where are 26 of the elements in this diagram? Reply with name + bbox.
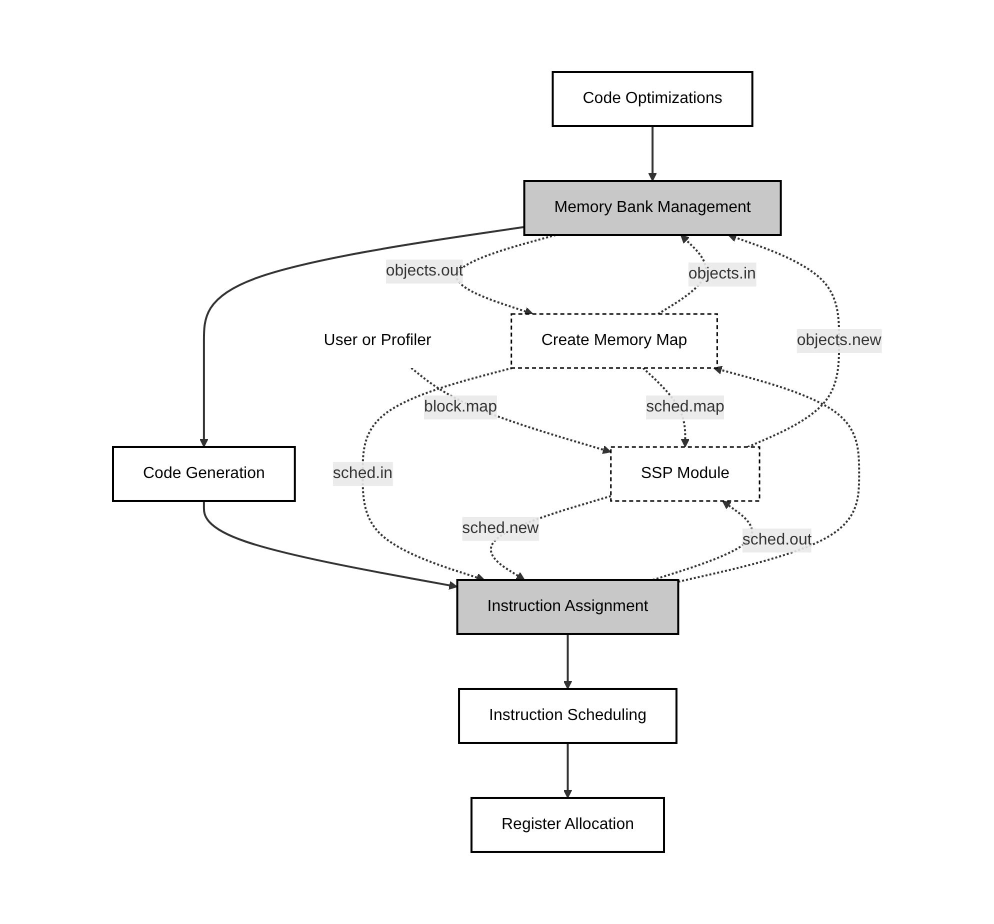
arrow — [728, 234, 840, 448]
edge-label: sched.new — [462, 520, 538, 537]
arrow — [563, 742, 572, 798]
arrow — [648, 126, 657, 182]
arrow — [199, 226, 524, 448]
arrow — [678, 366, 860, 583]
node-box: SSP Module — [610, 446, 760, 502]
node-box: Register Allocation — [470, 796, 665, 853]
node-box: Create Memory Map — [510, 313, 718, 369]
edge-label: objects.new — [796, 332, 882, 349]
node-box: Instruction Assignment — [456, 579, 680, 635]
edge-label: sched.out — [742, 531, 812, 548]
node-box: Instruction Scheduling — [458, 688, 678, 744]
arrow — [563, 634, 572, 690]
node-box: Memory Bank Management — [523, 180, 782, 236]
edge-label: sched.map — [646, 398, 724, 416]
edge-label: sched.in — [332, 464, 392, 482]
node-text: User or Profiler — [324, 332, 432, 349]
arrow — [652, 500, 753, 581]
edge-label: objects.out — [386, 262, 464, 280]
arrow — [202, 501, 458, 590]
arrow — [410, 367, 612, 454]
node-box: Code Generation — [112, 446, 296, 502]
edge-label: block.map — [424, 398, 497, 416]
node-box: Code Optimizations — [552, 71, 754, 127]
edge-label: objects.in — [688, 265, 756, 282]
